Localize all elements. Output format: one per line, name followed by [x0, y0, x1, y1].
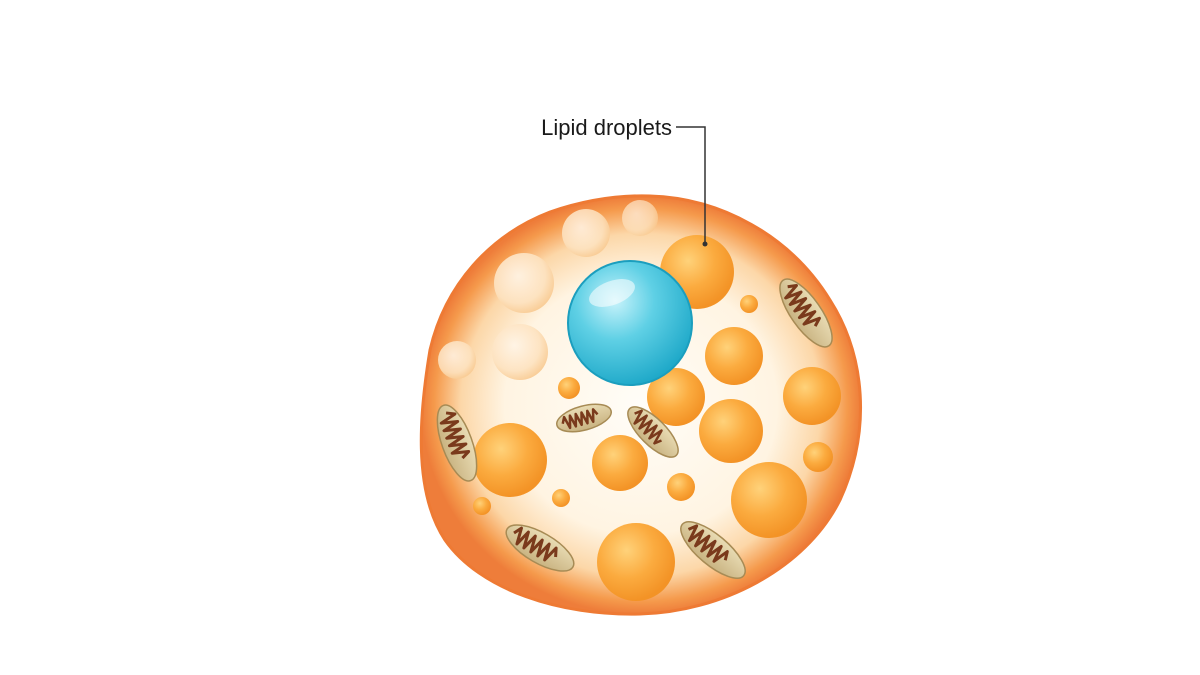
mitochondrion [779, 278, 833, 348]
mitochondria [436, 278, 833, 579]
pale-droplets [438, 200, 658, 380]
mitochondrion [436, 404, 478, 482]
lipid-droplets-leader [676, 126, 708, 247]
nucleus [567, 260, 693, 386]
mitochondrion [505, 524, 575, 572]
mitochondrion [680, 521, 746, 579]
lipid-droplets [473, 235, 841, 601]
lipid-droplets-label: Lipid droplets [541, 115, 672, 140]
mitochondrion [556, 403, 612, 433]
